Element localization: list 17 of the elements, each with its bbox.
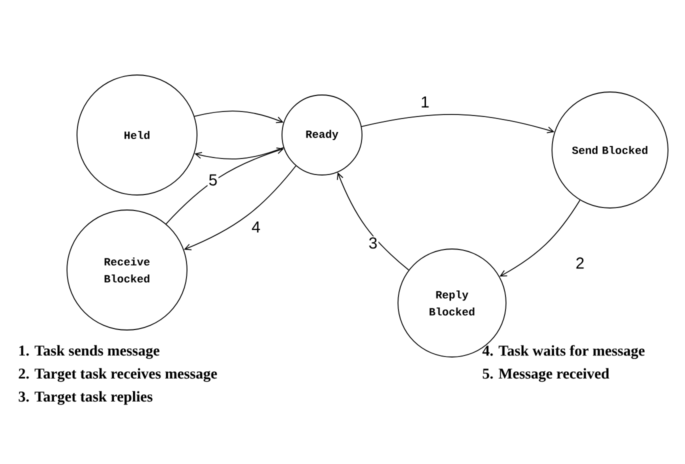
- arrow: [500, 200, 580, 277]
- note-text: 3. Target task replies: [18, 391, 152, 405]
- arrow: [194, 110, 284, 124]
- arrow: [184, 165, 296, 250]
- arrow: [336, 172, 410, 270]
- note-text: 2. Target task receives message: [18, 368, 217, 382]
- edge-label: 1: [420, 96, 430, 108]
- edge-label: 5: [208, 173, 218, 187]
- note-text: 1. Task sends message: [19, 345, 160, 359]
- edge-label: 4: [250, 220, 262, 234]
- arrow: [361, 114, 554, 134]
- note-text: 4. Task waits for message: [482, 345, 645, 359]
- edge-label: 3: [368, 236, 378, 250]
- arrow: [166, 147, 284, 224]
- edge-label: 2: [574, 256, 586, 270]
- note-text: 5. Message received: [482, 368, 610, 382]
- arrow: [194, 147, 284, 160]
